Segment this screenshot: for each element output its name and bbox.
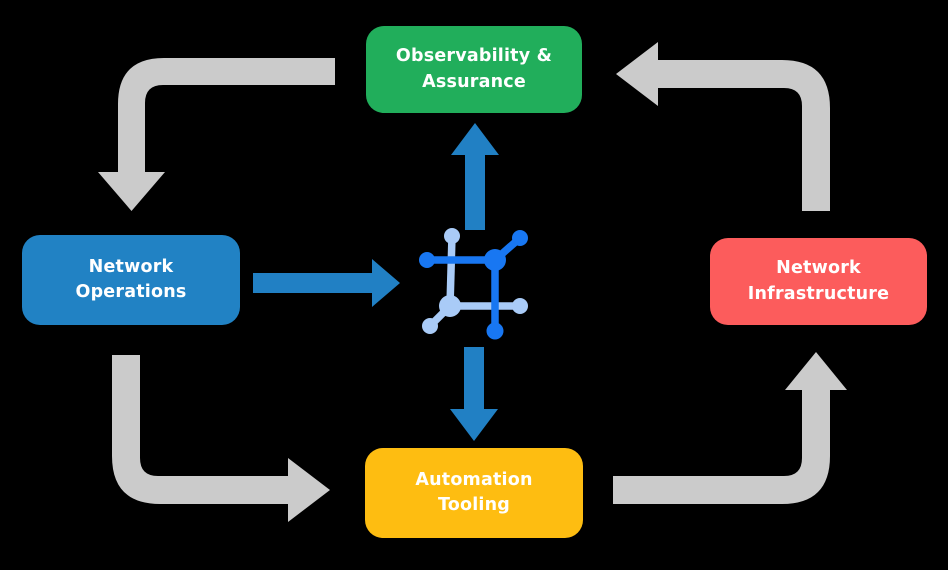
arrow-center-to-observability	[451, 123, 499, 230]
node-label-line: Assurance	[422, 71, 526, 92]
network-platform-icon	[413, 218, 537, 346]
node-network-infrastructure: Network Infrastructure	[710, 238, 927, 325]
arrow-operations-to-automation	[112, 355, 330, 522]
node-observability-assurance: Observability & Assurance	[366, 26, 582, 113]
node-label-line: Network	[776, 258, 861, 279]
node-label-line: Tooling	[437, 495, 511, 515]
arrow-center-to-automation	[450, 347, 498, 441]
arrow-observability-to-operations	[98, 58, 335, 211]
node-label-line: Operations	[75, 282, 187, 302]
node-label-line: Infrastructure	[747, 283, 890, 304]
node-label-line: Automation	[415, 469, 533, 490]
node-network-operations: Network Operations	[22, 235, 240, 325]
arrow-infrastructure-to-observability	[616, 42, 830, 211]
icon-dark-nodes	[419, 230, 528, 340]
arrow-operations-to-center	[253, 259, 400, 307]
node-automation-tooling: Automation Tooling	[365, 448, 583, 538]
icon-light-nodes	[422, 228, 528, 334]
node-label-line: Observability &	[395, 46, 553, 67]
node-label-line: Network	[88, 256, 174, 277]
arrow-automation-to-infrastructure	[613, 352, 847, 504]
